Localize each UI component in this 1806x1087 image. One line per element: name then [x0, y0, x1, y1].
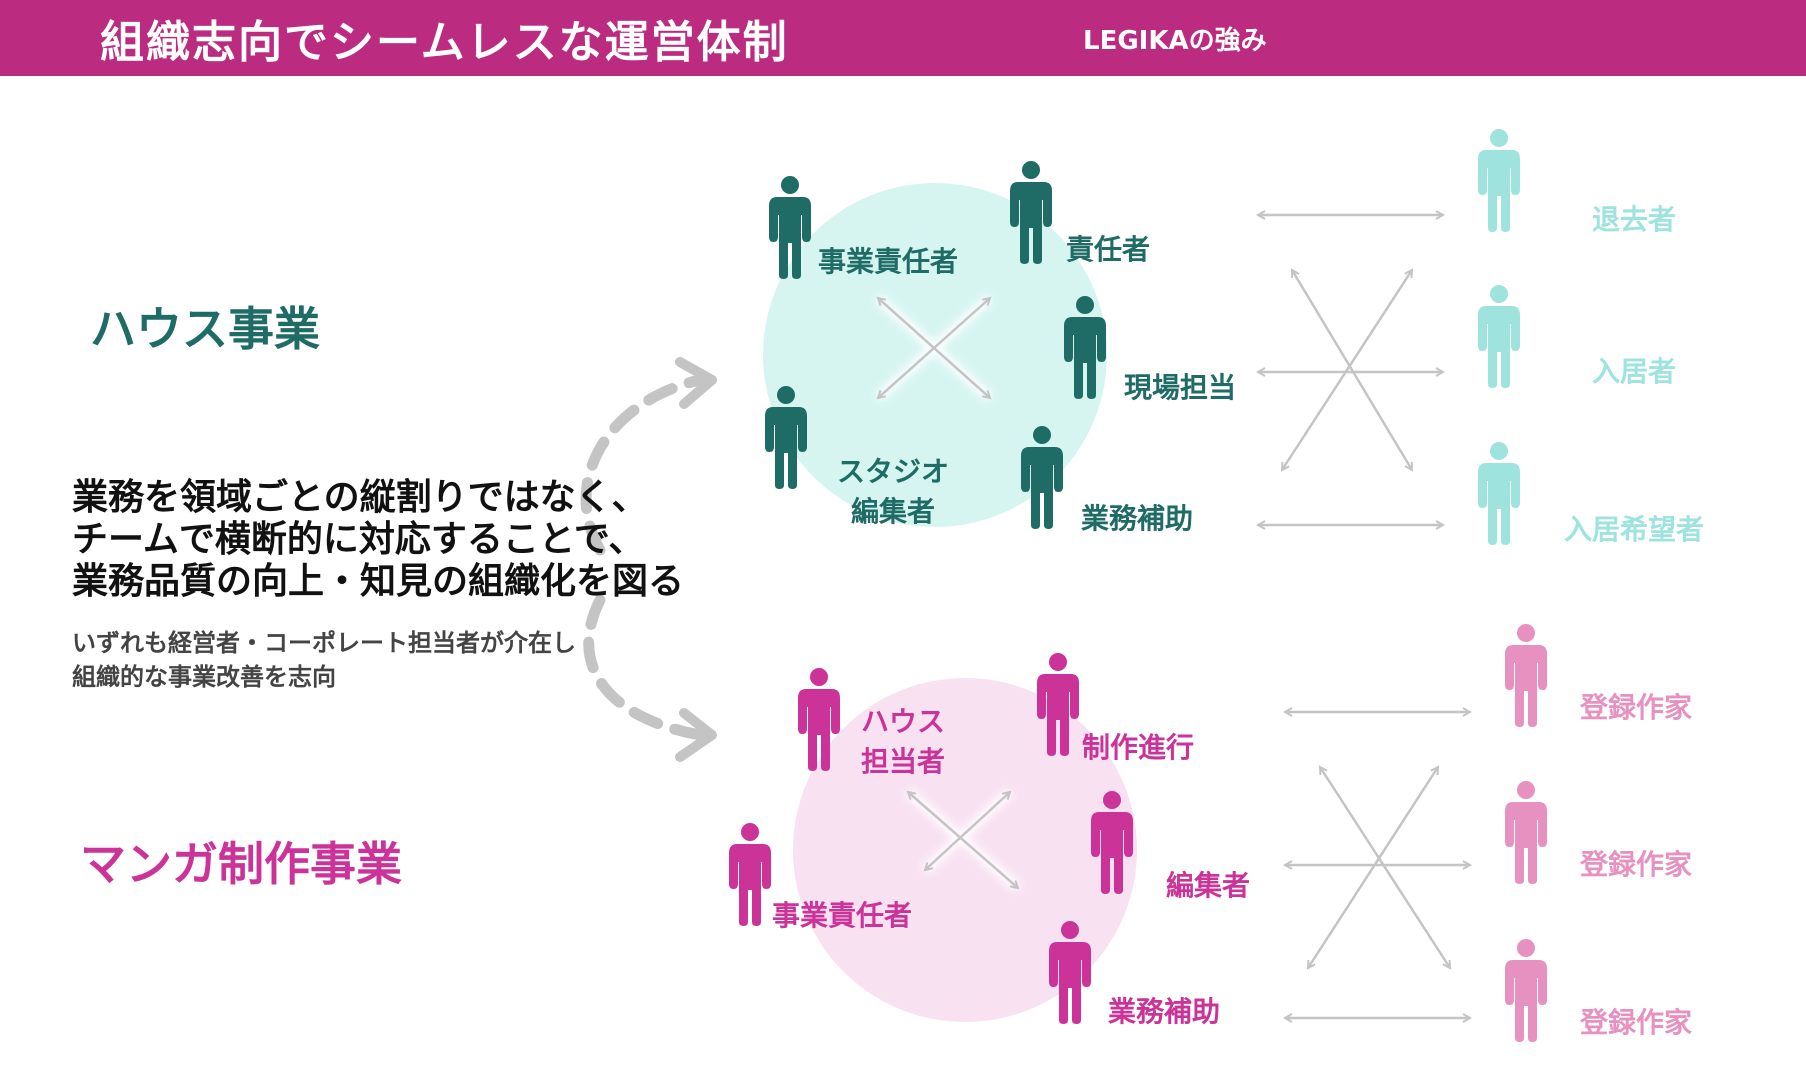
dashed-curve-arrows — [580, 357, 717, 762]
house-internal-arrows — [874, 294, 994, 402]
house-role-business-lead: 事業責任者 — [818, 245, 959, 278]
manga-role-house-line: ハウス — [860, 705, 945, 738]
sub-message-line: いずれも経営者・コーポレート担当者が介在し — [72, 629, 576, 657]
manga-external-label: 登録作家 — [1580, 691, 1693, 724]
house-role-support: 業務補助 — [1081, 502, 1194, 535]
manga-internal-arrows — [904, 788, 1022, 892]
person-icon-house-external-1 — [1478, 129, 1520, 232]
manga-external-label: 登録作家 — [1580, 848, 1693, 881]
person-icon-house-external-3 — [1478, 442, 1520, 545]
main-message-line: チームで横断的に対応することで、 — [72, 519, 645, 560]
manga-section-title: マンガ制作事業 — [80, 837, 402, 891]
main-message-line: 業務を領域ごとの縦割りではなく、 — [72, 477, 648, 518]
person-icon-manga-external-2 — [1505, 781, 1547, 884]
sub-message: いずれも経営者・コーポレート担当者が介在し 組織的な事業改善を志向 — [72, 626, 576, 694]
house-section-title: ハウス事業 — [90, 302, 320, 356]
manga-external-arrows — [1285, 712, 1470, 1018]
page-subtitle: LEGIKAの強み — [1083, 26, 1267, 56]
house-external-arrows — [1258, 215, 1443, 525]
person-icon-manga-external-3 — [1505, 939, 1547, 1042]
house-role-manager: 責任者 — [1066, 233, 1151, 266]
manga-role-editor: 編集者 — [1166, 869, 1251, 902]
house-role-field: 現場担当 — [1124, 371, 1237, 404]
sub-message-line: 組織的な事業改善を志向 — [72, 663, 336, 691]
house-role-studio-line: 編集者 — [850, 495, 935, 528]
main-message: 業務を領域ごとの縦割りではなく、 チームで横断的に対応することで、 業務品質の向… — [72, 477, 684, 603]
manga-role-support: 業務補助 — [1108, 995, 1221, 1028]
manga-role-house-staff: ハウス 担当者 — [843, 702, 963, 782]
manga-role-production: 制作進行 — [1082, 731, 1195, 764]
house-role-studio-line: スタジオ — [836, 455, 949, 488]
manga-external-label: 登録作家 — [1580, 1006, 1693, 1039]
person-icon-manga-business-lead — [729, 823, 771, 926]
house-role-studio-editor: スタジオ 編集者 — [818, 452, 968, 532]
page-title: 組織志向でシームレスな運営体制 — [100, 17, 789, 68]
house-external-label: 入居者 — [1592, 355, 1677, 388]
person-icon-house-external-2 — [1478, 285, 1520, 388]
house-external-label: 入居希望者 — [1564, 513, 1705, 546]
person-icon-manga-external-1 — [1505, 624, 1547, 727]
manga-role-house-line: 担当者 — [860, 745, 945, 778]
header-bar: 組織志向でシームレスな運営体制 LEGIKAの強み — [0, 0, 1806, 76]
house-external-label: 退去者 — [1592, 203, 1677, 236]
manga-role-business-lead: 事業責任者 — [772, 899, 913, 932]
main-message-line: 業務品質の向上・知見の組織化を図る — [72, 561, 685, 602]
